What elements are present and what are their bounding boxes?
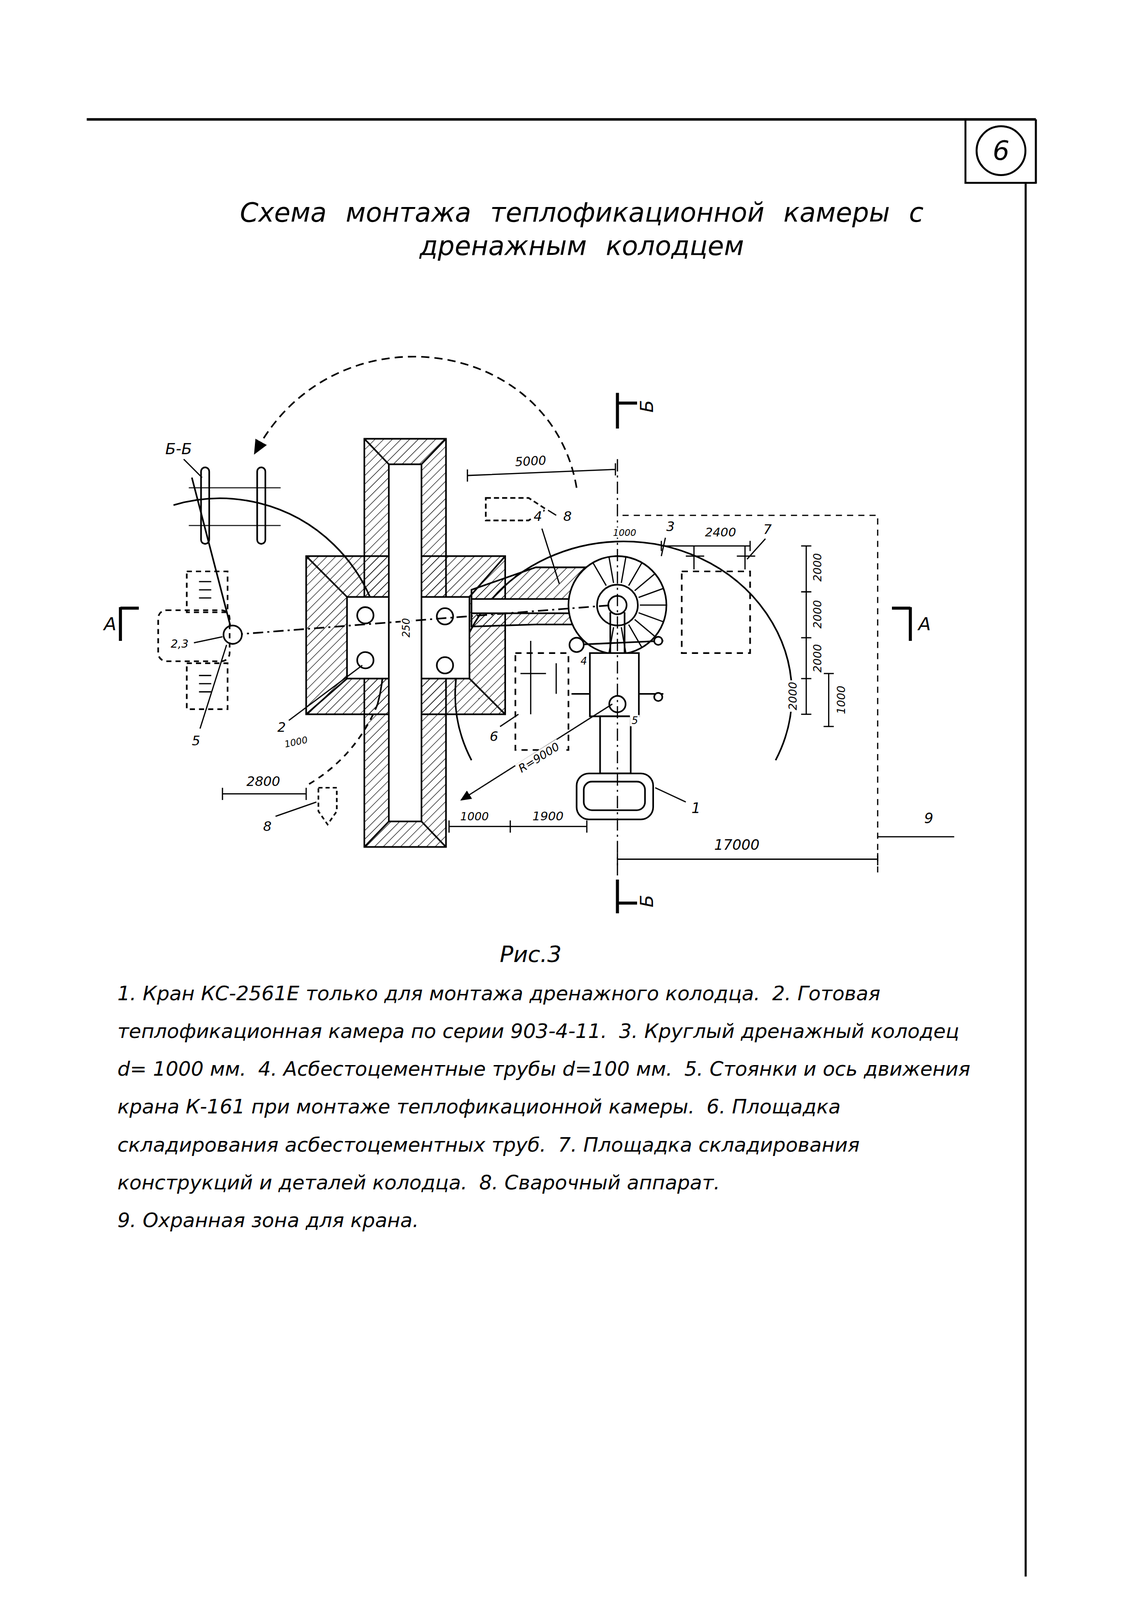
section-letter: Б (637, 398, 658, 415)
sheet-number: 6 (975, 125, 1027, 177)
callout-number: 4 (532, 509, 544, 524)
legend-note: 4. Асбестоцементные трубы d=100 мм. (258, 1057, 673, 1081)
callout-number: 6 (488, 729, 500, 744)
callout-number: 5 (630, 714, 640, 727)
section-letter: А (102, 614, 119, 635)
notes-block: 1. Кран КС-2561Е только для монтажа дрен… (117, 974, 985, 1240)
dimension-label: 17000 (712, 837, 761, 853)
dimension-label: 2000 (811, 598, 824, 631)
callout-number: 9 (922, 810, 935, 827)
sheet-number-box: 6 (964, 119, 1037, 184)
figure-caption: Рис.3 (499, 941, 562, 968)
dimension-label: 1000 (281, 734, 310, 750)
section-letter: Б (637, 893, 658, 909)
legend-note: 8. Сварочный аппарат. (479, 1171, 721, 1195)
section-mark: Б-Б (163, 440, 194, 458)
dimension-label: 5000 (513, 453, 549, 469)
callout-number: 1 (690, 800, 703, 816)
dimension-label: R=9000 (515, 739, 564, 776)
dimension-label: 1000 (459, 810, 491, 823)
dimension-label: 1900 (531, 809, 565, 824)
callout-number: 2 (276, 720, 288, 735)
drawing-title: Схема монтажа теплофикационной камеры с … (173, 195, 991, 263)
callout-number: 3 (664, 519, 676, 534)
dimension-label: 2400 (703, 525, 738, 540)
callout-number: 8 (561, 509, 573, 524)
legend-note: 1. Кран КС-2561Е только для монтажа дрен… (117, 981, 761, 1006)
legend-note: 9. Охранная зона для крана. (117, 1201, 974, 1240)
dimension-label: 250 (400, 616, 412, 639)
dimension-label: 2000 (811, 642, 824, 674)
section-letter: А (917, 614, 933, 635)
dimension-label: 1000 (611, 527, 638, 538)
callout-number: 7 (761, 522, 773, 537)
dimension-label: 2000 (811, 551, 824, 584)
callout-number: 8 (261, 819, 273, 834)
dimension-label: 2000 (786, 680, 800, 712)
dimension-label: 1000 (834, 684, 848, 716)
dimension-label: 2800 (244, 774, 282, 789)
callout-number: 4 (578, 655, 589, 668)
dimension-label: 2,3 (169, 637, 191, 651)
callout-number: 5 (190, 733, 202, 749)
